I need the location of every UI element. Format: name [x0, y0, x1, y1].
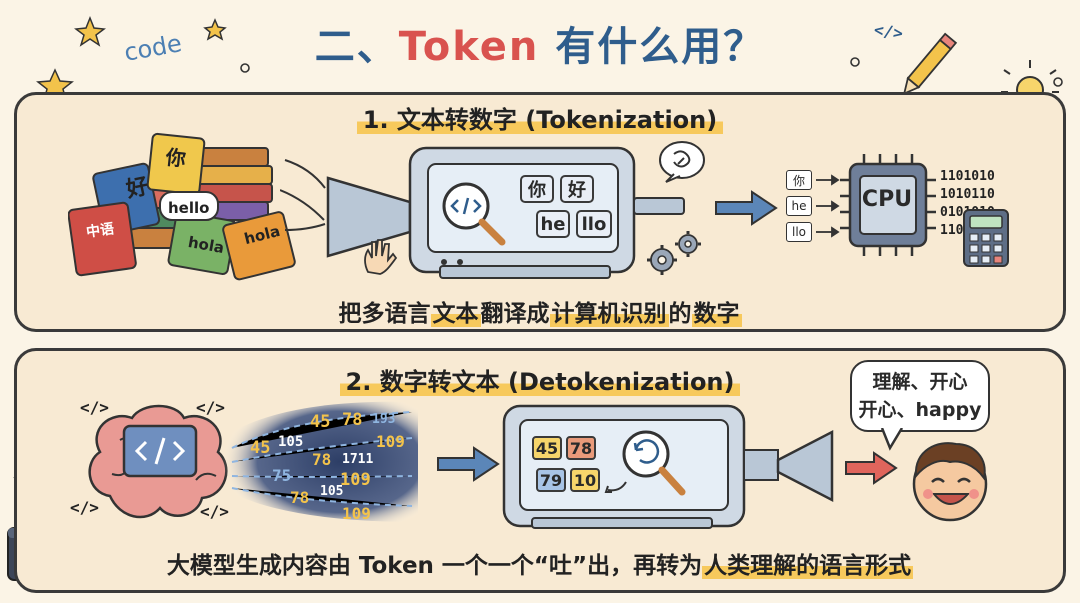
stream-number: 45	[310, 412, 331, 432]
page-title: 二、Token 有什么用？	[0, 14, 1080, 72]
title-token: Token	[398, 24, 540, 70]
token-id-box: llo	[786, 222, 812, 242]
star-icon	[74, 15, 106, 47]
token-chip: 你	[520, 175, 554, 203]
book-label: hello	[168, 199, 210, 217]
token-id-box: he	[786, 196, 812, 216]
arrow-right-icon	[437, 446, 500, 482]
pencil-icon	[902, 32, 958, 96]
code-symbol: </>	[200, 502, 229, 521]
book-label: 你	[164, 145, 188, 171]
cpu-label: CPU	[861, 187, 913, 212]
binary-line: 1101010	[940, 169, 995, 184]
number-chip: 78	[566, 436, 596, 460]
speech-line: 开心、happy	[858, 399, 982, 421]
gears-icon	[647, 231, 701, 275]
detokenization-caption: 大模型生成内容由 Token 一个一个“吐”出，再转为人类理解的语言形式	[166, 553, 914, 579]
detokenization-heading: 2. 数字转文本 (Detokenization)	[0, 362, 1080, 397]
stream-number: 1711	[342, 452, 374, 467]
stream-number: 105	[320, 484, 344, 499]
books-illustration	[68, 132, 296, 281]
number-chip: 45	[532, 436, 562, 460]
stream-number: 105	[278, 434, 304, 450]
code-symbol: </>	[196, 398, 225, 417]
number-chip: 10	[570, 468, 600, 492]
stream-number: 45	[250, 438, 271, 458]
arrow-right-icon	[845, 451, 898, 485]
tokenization-caption: 把多语言文本翻译成计算机识别的数字	[338, 301, 742, 327]
tokenizer-machine	[280, 146, 685, 279]
number-chip: 79	[536, 468, 566, 492]
stream-number: 109	[340, 470, 371, 490]
speech-tail	[880, 428, 904, 451]
stream-number: 78	[290, 488, 310, 507]
speech-bubble: 理解、开心 开心、happy	[850, 360, 990, 432]
stream-number: 78	[342, 410, 363, 430]
hand-icon	[364, 239, 398, 275]
code-symbol: </>	[70, 498, 99, 517]
code-symbol: </>	[80, 398, 109, 417]
stream-number: 109	[342, 504, 371, 523]
happy-face-icon	[912, 442, 988, 522]
stream-number: 78	[312, 450, 332, 469]
stream-number: 193	[372, 412, 396, 427]
detokenizer-machine	[502, 404, 834, 529]
calculator-icon	[963, 209, 1009, 267]
binary-line: 1010110	[940, 187, 995, 202]
arrow-right-icon	[715, 190, 778, 226]
token-chip: he	[536, 210, 570, 238]
code-symbol-doodle: </>	[872, 20, 905, 43]
small-arrows	[816, 174, 840, 238]
title-suffix: 有什么用？	[539, 24, 766, 70]
tokenization-heading: 1. 文本转数字 (Tokenization)	[0, 100, 1080, 135]
brain-thought-icon	[659, 141, 705, 183]
token-chip: llo	[576, 210, 612, 238]
cpu-chip	[840, 154, 936, 256]
stream-number: 109	[376, 432, 405, 451]
star-icon	[203, 18, 227, 41]
speech-line: 理解、开心	[872, 371, 968, 393]
stream-number: 75	[272, 466, 292, 485]
number-stream	[222, 401, 418, 522]
book-label: 中语	[85, 221, 116, 241]
token-id-box: 你	[786, 170, 812, 190]
token-chip: 好	[560, 175, 594, 203]
title-prefix: 二、	[314, 24, 399, 70]
brain-illustration	[88, 404, 228, 519]
